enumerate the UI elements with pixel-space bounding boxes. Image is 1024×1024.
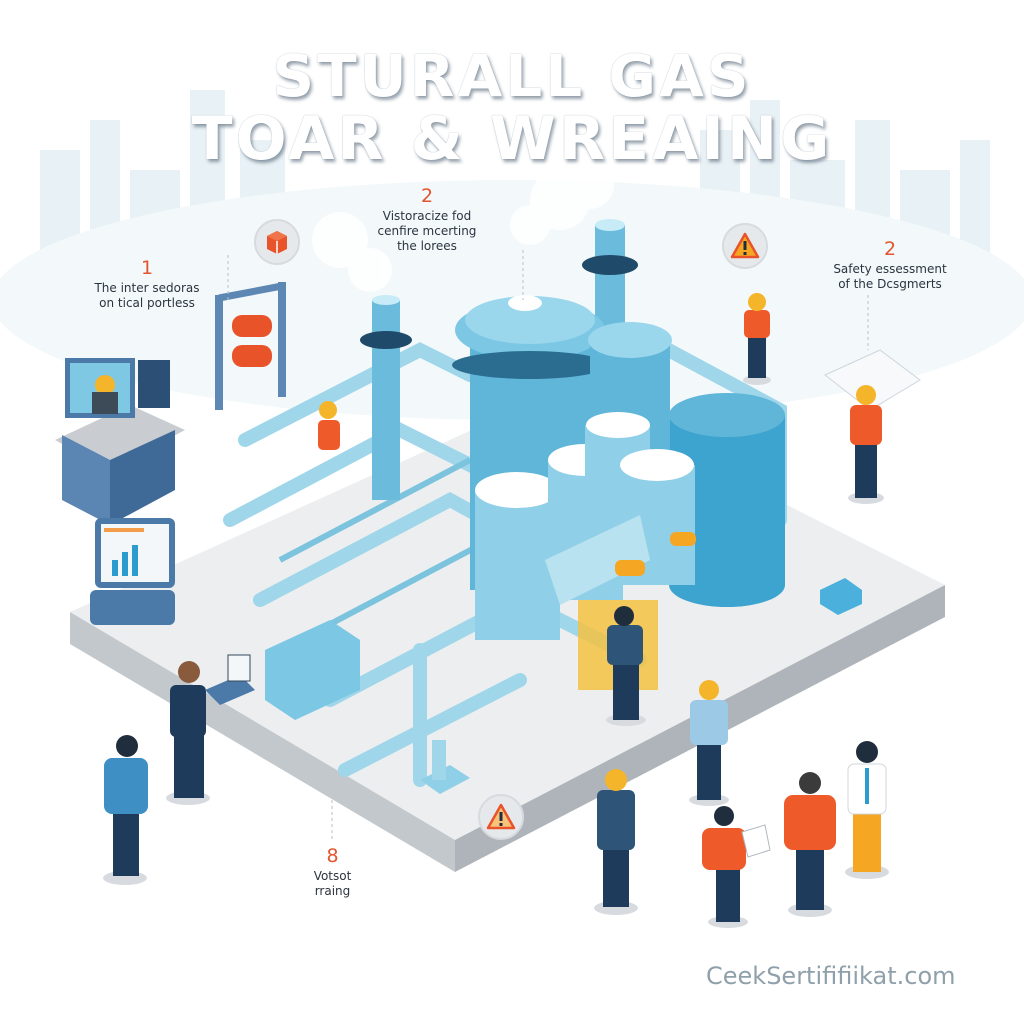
callout-text: cenfire mcerting [377, 224, 477, 238]
callout-leaders [227, 250, 869, 842]
worker-on-pipes [318, 401, 340, 450]
worker-top [743, 293, 771, 385]
inspector-right [824, 349, 921, 504]
worker-vest [594, 769, 638, 915]
callout-number: 2 [883, 238, 897, 260]
worker-back-view [784, 772, 836, 917]
title-line-2: TOAR & WREAING [191, 104, 833, 174]
steam [312, 161, 614, 292]
equipment-rack [215, 282, 286, 410]
callout-3: 2 Safety essessment of the Dcsgmerts [820, 238, 960, 292]
forklift-worker [578, 600, 658, 726]
worker-phone [689, 680, 729, 806]
callout-text: The inter sedoras [94, 281, 200, 295]
warning-icon [478, 794, 524, 840]
callout-number: 1 [140, 257, 154, 279]
callout-text: Votsot [313, 869, 352, 883]
callout-text: Safety essessment [833, 262, 947, 276]
person-blue-shirt [103, 735, 148, 885]
stack-left [360, 295, 412, 500]
watermark: CeekSertififiikat.com [706, 962, 956, 990]
worker-clipboard [702, 806, 771, 928]
engineer-laptop [166, 654, 255, 805]
callout-text: rraing [314, 884, 351, 898]
callout-4: 8 Votsot rraing [295, 845, 370, 899]
warning-icon [722, 223, 768, 269]
workstation-desk [55, 358, 185, 525]
callout-text: the lorees [397, 239, 457, 253]
box-icon [254, 219, 300, 265]
callout-number: 2 [420, 185, 434, 207]
dashboard-kiosk [90, 518, 175, 625]
callout-text: on tical portless [99, 296, 195, 310]
compressor-unit [265, 515, 862, 794]
callout-number: 8 [326, 845, 339, 867]
callout-2: 2 Vistoracize fod cenfire mcerting the l… [362, 185, 492, 254]
callout-1: 1 The inter sedoras on tical portless [82, 257, 212, 311]
callout-text: Vistoracize fod [382, 209, 472, 223]
callout-text: of the Dcsgmerts [838, 277, 942, 291]
manager-yellow-pants [845, 741, 889, 879]
title-line-1: STURALL GAS [272, 42, 752, 110]
people [103, 293, 921, 928]
